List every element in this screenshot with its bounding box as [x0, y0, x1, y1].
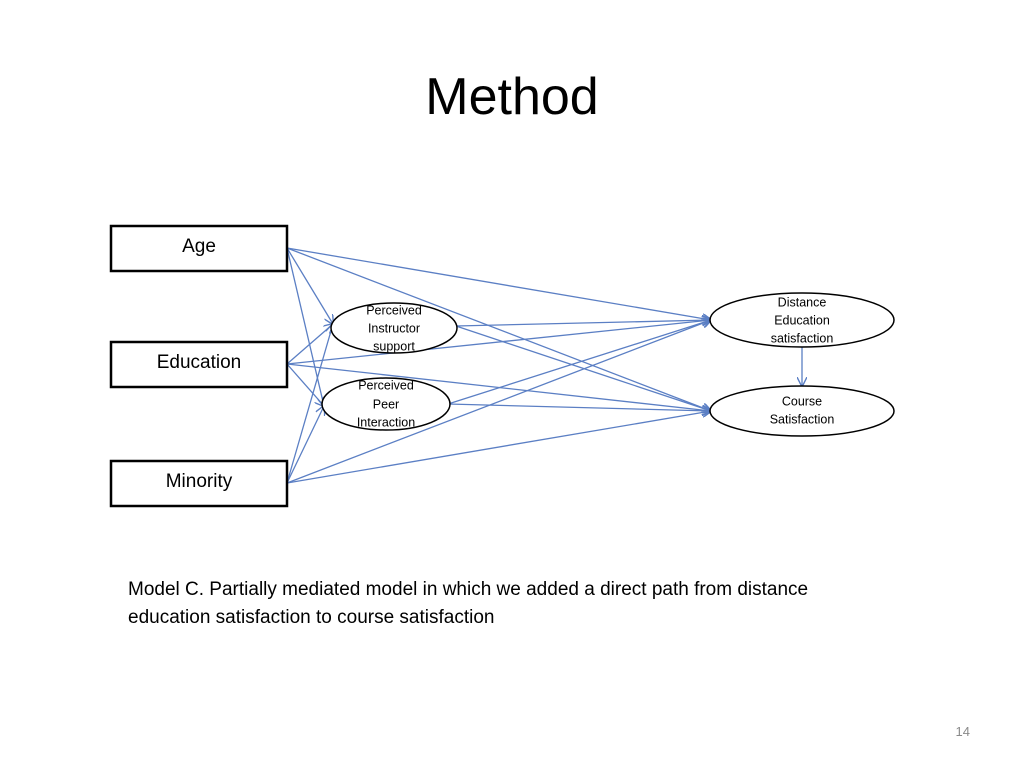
predictor-label: Minority [166, 471, 233, 492]
predictor-minority: Minority [109, 459, 289, 508]
predictor-label: Age [182, 236, 216, 257]
predictor-box [109, 340, 289, 389]
outcome-distance-education-satisfaction: Distance Education satisfaction [709, 292, 895, 348]
outcome-label-line: Satisfaction [770, 412, 835, 426]
path-arrow-minority-to-distance [286, 320, 711, 484]
outcome-label-line: Distance [778, 295, 827, 309]
mediator-peer-interaction: Perceived Peer Interaction [321, 377, 451, 431]
path-arrow-education-to-distance [286, 320, 711, 365]
path-arrow-age-to-instructor [286, 247, 333, 324]
outcome-label-line: Course [782, 394, 822, 408]
path-arrows [286, 247, 802, 484]
path-arrow-education-to-instructor [286, 324, 333, 365]
slide-title: Method [425, 68, 599, 126]
outcome-label-line: satisfaction [771, 331, 834, 345]
outcome-label-line: Education [774, 313, 830, 327]
caption-line: Model C. Partially mediated model in whi… [128, 579, 809, 600]
path-arrow-minority-to-instructor [286, 324, 333, 484]
outcome-ellipse [709, 292, 895, 348]
path-arrow-instructor-to-distance [455, 320, 711, 327]
mediator-label-line: Interaction [357, 415, 415, 429]
figure-caption: Model C. Partially mediated model in whi… [128, 576, 948, 632]
predictor-age: Age [109, 224, 289, 273]
mediator-ellipse [321, 377, 451, 431]
path-arrow-age-to-course [286, 247, 711, 411]
predictor-label: Education [157, 352, 242, 373]
path-arrow-minority-to-course [286, 411, 711, 484]
path-arrow-peer-to-distance [447, 320, 711, 405]
path-arrow-peer-to-course [447, 403, 711, 411]
predictor-box [109, 459, 289, 508]
outcome-ellipse [709, 385, 895, 437]
path-arrow-age-to-distance [286, 247, 711, 320]
mediator-label-line: Peer [373, 397, 399, 411]
caption-line: education satisfaction to course satisfa… [128, 607, 495, 628]
mediator-label-line: Instructor [368, 321, 420, 335]
mediator-instructor-support: Perceived Instructor support [330, 302, 458, 354]
path-arrow-age-to-peer [286, 247, 324, 406]
path-arrow-instructor-to-course [455, 325, 711, 411]
outcome-course-satisfaction: Course Satisfaction [709, 385, 895, 437]
mediator-label-line: Perceived [358, 378, 414, 392]
mediator-ellipse [330, 302, 458, 354]
predictor-education: Education [109, 340, 289, 389]
mediator-label-line: Perceived [366, 303, 422, 317]
page-number: 14 [955, 724, 970, 739]
path-arrow-education-to-peer [286, 363, 324, 406]
mediator-label-line: support [373, 339, 415, 353]
path-arrow-minority-to-peer [286, 406, 324, 484]
predictor-box [109, 224, 289, 273]
